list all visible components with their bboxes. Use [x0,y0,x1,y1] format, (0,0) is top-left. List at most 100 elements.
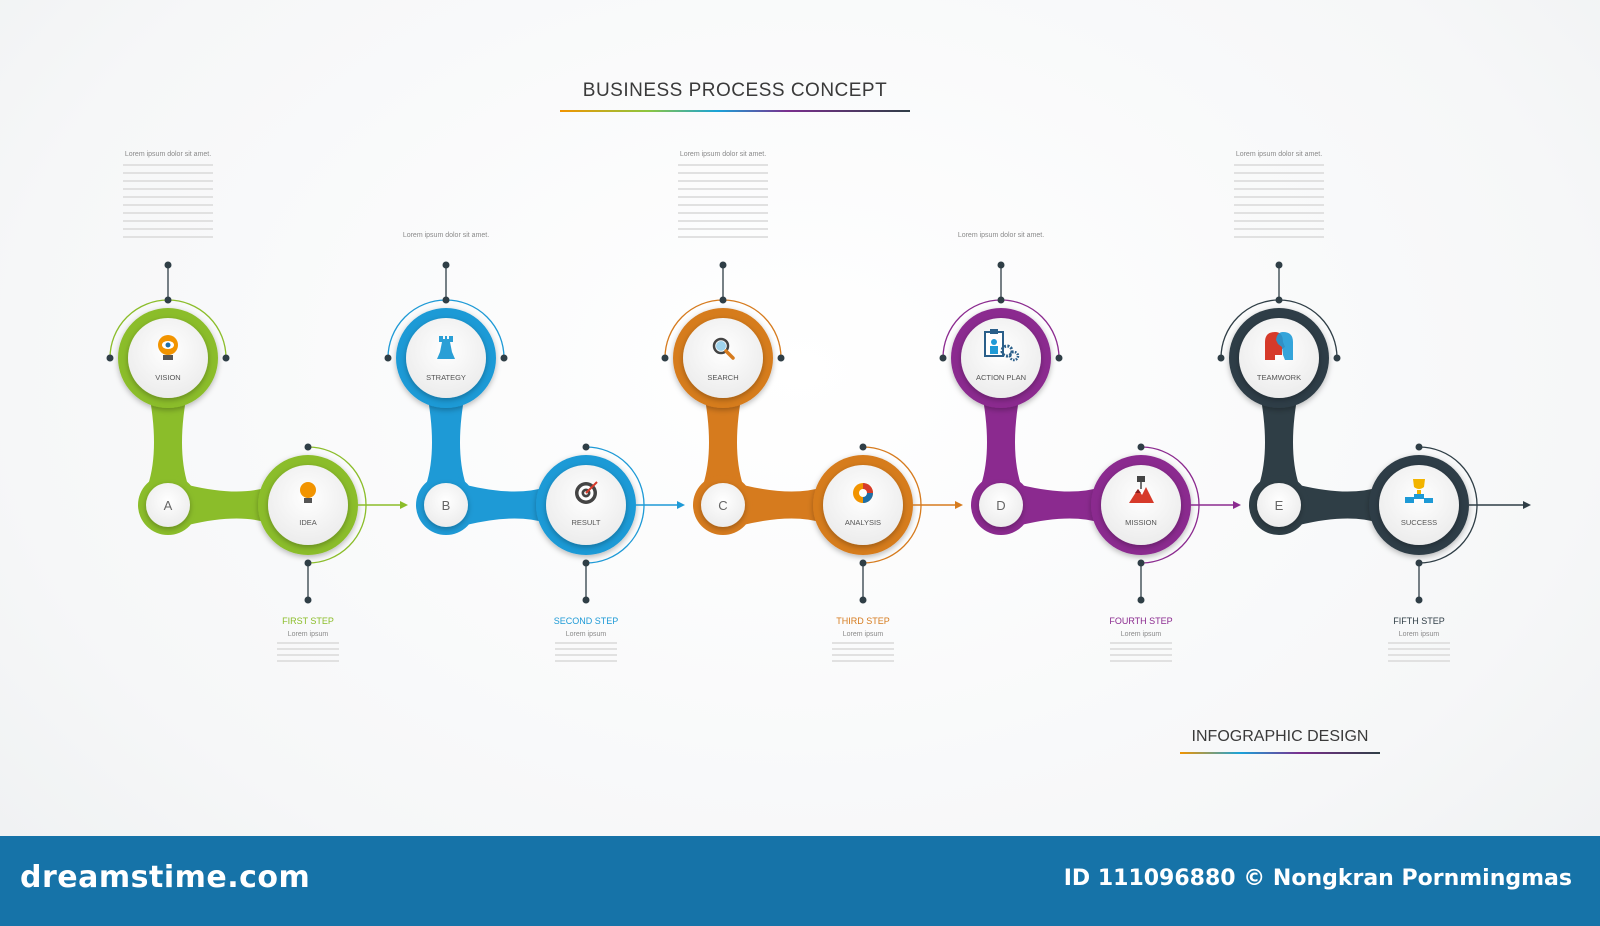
step-placeholder-lines [803,642,923,662]
leader-dot [1137,596,1145,604]
subtitle-block: INFOGRAPHIC DESIGN [1180,728,1380,754]
lorem-title: Lorem ipsum dolor sit amet. [402,232,490,239]
lorem-line [1388,660,1450,662]
title-underline [560,110,910,112]
lorem-line [123,188,213,190]
leader-dot [442,261,450,269]
lorem-line [1110,642,1172,644]
node-label: ANALYSIS [845,518,881,527]
lorem-line [678,164,768,166]
trophy-podium-icon [1405,479,1433,503]
bottom-node-result: RESULT [546,465,626,545]
letter-node: E [1257,483,1301,527]
arc-dot [859,443,867,451]
lorem-title: Lorem ipsum dolor sit amet. [957,232,1045,239]
page-subtitle: INFOGRAPHIC DESIGN [1191,728,1369,745]
step-name: FIRST STEP [282,616,334,626]
brand-logo[interactable]: dreamstime.com [20,860,311,895]
lorem-line [1110,654,1172,656]
step-placeholder-lines [1081,642,1201,662]
image-credit: ID 111096880 © Nongkran Pornmingmas [1063,866,1572,891]
lorem-line [1234,196,1324,198]
lorem-line [832,642,894,644]
magnifier-icon [712,337,735,360]
pie-chart-icon [853,483,873,503]
lorem-line [555,654,617,656]
lorem-line [678,212,768,214]
bottom-node-idea: IDEA [268,465,348,545]
clipboard-gears-icon [984,329,1020,362]
step-placeholder-lines [248,642,368,662]
lorem-line [1234,204,1324,206]
node-label: RESULT [571,518,600,527]
arc-dot [1333,354,1341,362]
lorem-line [832,654,894,656]
connector-arrow [400,501,408,509]
lorem-line [1234,236,1324,238]
lorem-placeholder-lines [678,164,768,244]
arc-dot [582,443,590,451]
step-subtitle: Lorem ipsum [1398,631,1440,638]
bottom-node-analysis: ANALYSIS [823,465,903,545]
lorem-line [277,648,339,650]
lorem-line [1234,172,1324,174]
node-label: ACTION PLAN [976,373,1026,382]
two-heads-icon [1265,332,1293,360]
lorem-line [1388,642,1450,644]
node-label: SEARCH [707,373,738,382]
leader-dot [719,261,727,269]
connector-arrow [1523,501,1531,509]
lorem-line [123,180,213,182]
top-node-vision: VISION [128,318,208,398]
lorem-line [555,648,617,650]
connector-arrow [955,501,963,509]
lorem-line [1234,212,1324,214]
lorem-line [678,220,768,222]
arc-dot [661,354,669,362]
node-label: VISION [155,373,180,382]
lorem-line [1234,220,1324,222]
step-name: SECOND STEP [553,616,619,626]
step-group-d: ACTION PLAN D MISSION [913,261,1200,604]
step-name: FOURTH STEP [1109,616,1173,626]
arc-dot [777,354,785,362]
lorem-line [1110,648,1172,650]
title-block: BUSINESS PROCESS CONCEPT [560,80,910,112]
leader-dot [997,261,1005,269]
lorem-line [123,172,213,174]
lightbulb-eye-icon [158,335,178,360]
lorem-line [123,196,213,198]
lorem-line [1234,180,1324,182]
target-icon [575,481,598,504]
lorem-line [678,172,768,174]
step-group-c: SEARCH C ANALYSIS [636,261,922,604]
leader-dot [164,261,172,269]
leader-dot [1415,596,1423,604]
lorem-line [1234,188,1324,190]
arc-dot [1055,354,1063,362]
lorem-line [123,228,213,230]
mountain-flag-icon [1129,476,1154,503]
top-node-strategy: STRATEGY [406,318,486,398]
leader-dot [859,596,867,604]
letter-node: D [979,483,1023,527]
arc-dot [500,354,508,362]
step-name: THIRD STEP [836,616,890,626]
lorem-line [277,660,339,662]
node-label: IDEA [299,518,317,527]
node-label: SUCCESS [1401,518,1437,527]
letter-node: C [701,483,745,527]
lorem-line [678,236,768,238]
lorem-title: Lorem ipsum dolor sit amet. [1235,151,1323,158]
top-node-action-plan: ACTION PLAN [961,318,1041,398]
lorem-line [123,204,213,206]
letter-node: A [146,483,190,527]
lorem-line [832,660,894,662]
lorem-line [1234,164,1324,166]
node-label: MISSION [1125,518,1157,527]
step-group-a: VISION A IDEA [106,261,367,604]
arc-dot [1137,443,1145,451]
arc-dot [384,354,392,362]
